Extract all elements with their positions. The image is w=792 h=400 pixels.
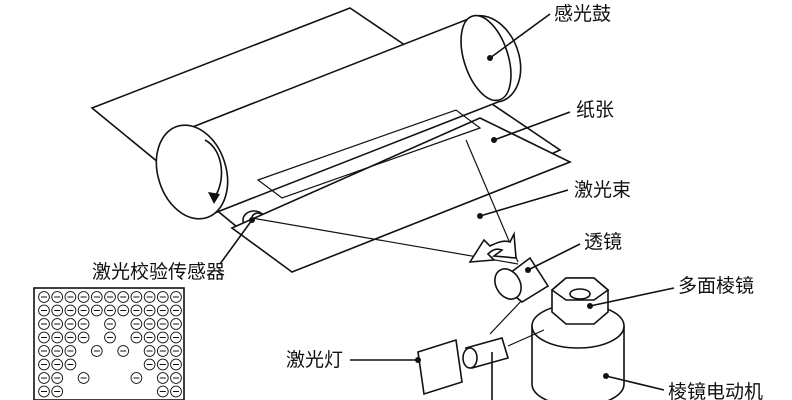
leader-lines [219,13,675,400]
label-laser-lamp: 激光灯 [286,349,343,371]
rotation-arrow-icon [204,139,223,199]
scan-area [256,109,482,199]
label-laser-beam: 激光束 [574,179,631,201]
label-polygon-mirror: 多面棱镜 [678,275,754,297]
label-laser-sensor: 激光校验传感器 [92,261,225,283]
label-drum: 感光鼓 [554,3,611,25]
laser-emitter [417,329,545,396]
label-lens: 透镜 [584,231,622,253]
label-paper: 纸张 [576,99,614,121]
paper-sheet [230,117,572,273]
charge-pattern [33,287,185,400]
polygon-mirror [550,277,610,325]
label-mirror-motor: 棱镜电动机 [668,381,763,400]
lens [494,256,550,303]
double-arrow-icon [468,231,517,263]
